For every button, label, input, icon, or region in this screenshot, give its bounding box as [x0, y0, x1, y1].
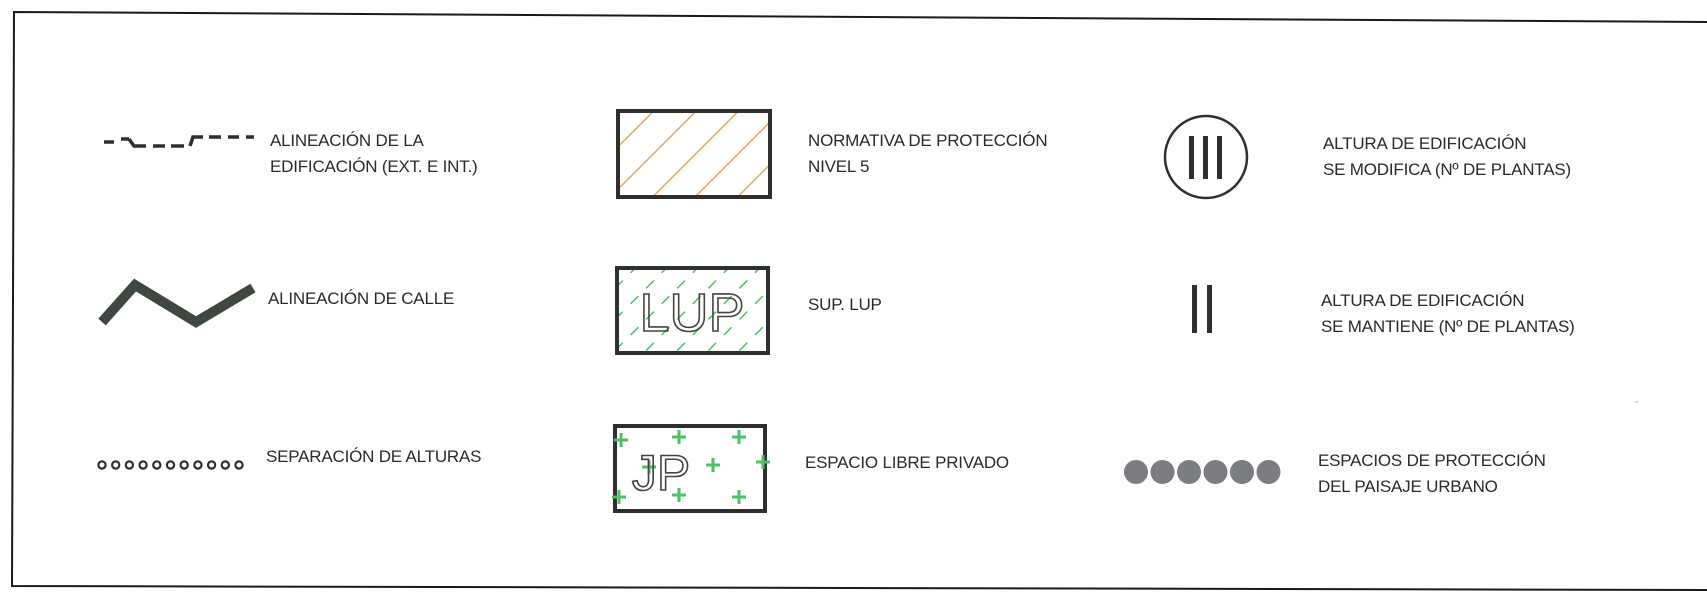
- dotted-circle-line-icon: [97, 460, 244, 470]
- grey-circle: [1203, 460, 1228, 484]
- label-line: SE MANTIENE (Nº DE PLANTAS): [1321, 317, 1575, 336]
- lup-symbol-text: LUP: [639, 283, 744, 343]
- label-line: ESPACIO LIBRE PRIVADO: [805, 453, 1009, 472]
- label-line: ALINEACIÓN DE CALLE: [268, 289, 455, 308]
- dot-circle: [165, 460, 176, 470]
- label-line: DEL PAISAJE URBANO: [1318, 477, 1498, 496]
- label-altura-mantiene: ALTURA DE EDIFICACIÓN SE MANTIENE (Nº DE…: [1321, 288, 1575, 340]
- grey-circle: [1177, 460, 1201, 484]
- label-line: SUP. LUP: [808, 295, 882, 314]
- dashed-stepped-line-icon: [104, 135, 254, 148]
- label-line: SEPARACIÓN DE ALTURAS: [266, 447, 482, 466]
- dot-circle: [110, 460, 121, 470]
- label-espacios-paisaje: ESPACIOS DE PROTECCIÓN DEL PAISAJE URBAN…: [1318, 448, 1546, 500]
- dot-circle: [220, 460, 230, 470]
- label-line: ESPACIOS DE PROTECCIÓN: [1318, 451, 1546, 470]
- label-line: NIVEL 5: [808, 157, 870, 176]
- jp-symbol-text: JP: [632, 445, 690, 501]
- label-line: SE MODIFICA (Nº DE PLANTAS): [1323, 160, 1571, 179]
- label-sup-lup: SUP. LUP: [808, 292, 882, 318]
- dot-circle: [152, 460, 162, 470]
- label-altura-modifica: ALTURA DE EDIFICACIÓN SE MODIFICA (Nº DE…: [1323, 131, 1571, 183]
- grey-circle: [1124, 460, 1148, 484]
- label-line: EDIFICACIÓN (EXT. E INT.): [270, 157, 478, 176]
- label-line: ALINEACIÓN DE LA: [270, 131, 424, 150]
- two-bars-icon: [1192, 285, 1212, 333]
- orange-hatched-rectangle-icon: [616, 109, 772, 199]
- label-alineacion-calle: ALINEACIÓN DE CALLE: [268, 286, 454, 312]
- grey-circle: [1230, 460, 1254, 484]
- label-espacio-libre-privado: ESPACIO LIBRE PRIVADO: [805, 450, 1009, 476]
- dot-circle: [206, 460, 217, 470]
- dot-circle: [138, 460, 148, 470]
- grey-filled-circles-icon: [1124, 460, 1281, 484]
- dot-circle: [97, 460, 107, 470]
- label-line: NORMATIVA DE PROTECCIÓN: [808, 131, 1048, 150]
- legend-border: [10, 10, 1707, 591]
- label-line: ALTURA DE EDIFICACIÓN: [1323, 134, 1527, 153]
- label-separacion-alturas: SEPARACIÓN DE ALTURAS: [266, 444, 481, 470]
- dot-circle: [179, 460, 189, 470]
- label-normativa-proteccion: NORMATIVA DE PROTECCIÓN NIVEL 5: [808, 128, 1048, 180]
- grey-circle: [1256, 460, 1281, 484]
- circled-three-bars-icon: [1163, 114, 1249, 200]
- zigzag-thick-line-icon: [98, 278, 256, 328]
- grey-circle: [1150, 460, 1175, 484]
- label-line: ALTURA DE EDIFICACIÓN: [1321, 291, 1525, 310]
- dot-circle: [234, 460, 244, 470]
- green-crosses-jp-rectangle-icon: JP: [612, 424, 770, 513]
- label-alineacion-edificacion: ALINEACIÓN DE LA EDIFICACIÓN (EXT. E INT…: [270, 128, 478, 180]
- green-hatched-lup-rectangle-icon: LUP: [615, 266, 770, 355]
- dot-circle: [193, 460, 203, 470]
- dot-circle: [124, 460, 135, 470]
